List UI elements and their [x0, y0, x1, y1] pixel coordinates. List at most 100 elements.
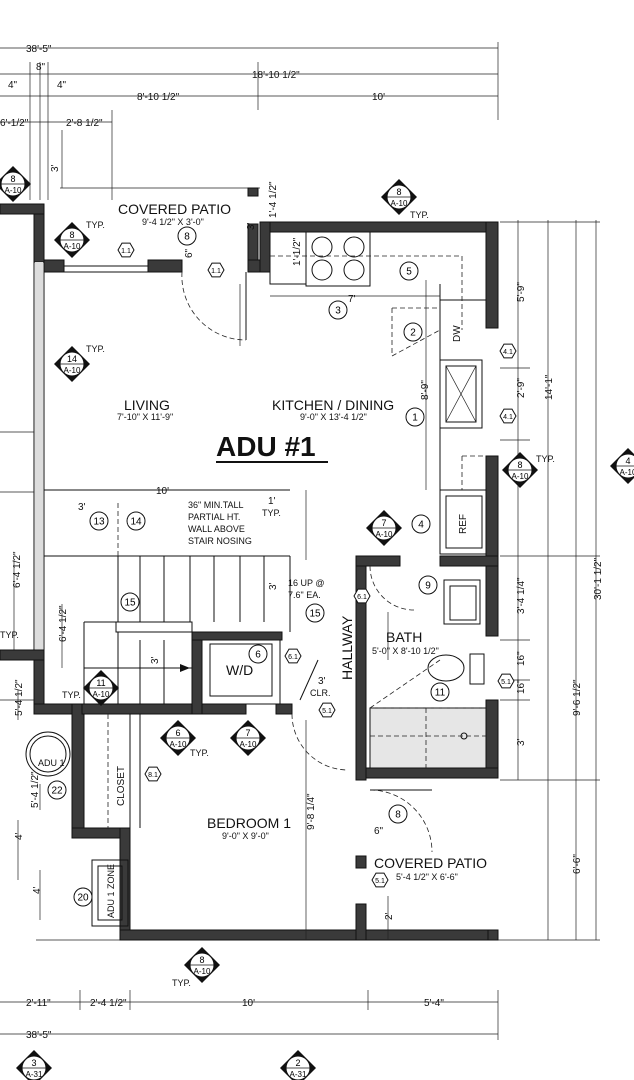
svg-text:7: 7: [245, 728, 250, 738]
dim-6in-b: 6": [184, 248, 195, 258]
bedroom-size: 9'-0" X 9'-0": [222, 831, 269, 841]
keynote-10: 13: [89, 511, 109, 531]
note-line-2: PARTIAL HT.: [188, 512, 240, 522]
room-labels: COVERED PATIO 9'-4 1/2" X 3'-0" LIVING 7…: [116, 201, 487, 882]
svg-text:6: 6: [255, 650, 261, 661]
living-size: 7'-10" X 11'-9": [117, 412, 173, 422]
patio-bottom-size: 5'-4 1/2" X 6'-6": [396, 872, 458, 882]
svg-text:7: 7: [381, 518, 386, 528]
bath-size: 5'-0" X 8'-10 1/2": [372, 646, 439, 656]
dim-3-4: 3'-4 1/4": [516, 577, 527, 614]
svg-text:A-10: A-10: [170, 740, 187, 749]
svg-text:2: 2: [410, 328, 416, 339]
dim-14-1: 14'-1": [544, 374, 555, 400]
section-marker-s14: 14A-10: [54, 346, 90, 382]
svg-text:A-10: A-10: [93, 690, 110, 699]
typ-9: TYP.: [172, 978, 191, 988]
tag-t6: 5.1: [371, 872, 389, 888]
keynote-12: 15: [120, 592, 140, 612]
svg-text:22: 22: [51, 786, 63, 797]
svg-text:4: 4: [418, 520, 424, 531]
dim-3-mid: 3': [78, 502, 86, 513]
dim-6-left: 6'-1/2": [0, 118, 29, 129]
section-marker-s8c: 8A-10: [0, 166, 31, 202]
dim-30: 30'-1 1/2": [593, 557, 604, 600]
ref-label: REF: [458, 514, 469, 534]
svg-text:1.1: 1.1: [211, 268, 221, 275]
svg-text:20: 20: [77, 893, 89, 904]
dim-8-10: 8'-10 1/2": [137, 92, 180, 103]
dim-3-left: 3': [50, 164, 61, 172]
svg-text:4.1: 4.1: [503, 349, 513, 356]
dim-6-4: 6'-4 1/2": [12, 551, 23, 588]
dim-10-top: 10': [372, 92, 385, 103]
section-marker-s2: 2A-31: [280, 1050, 316, 1080]
walls: [0, 187, 499, 941]
svg-text:3: 3: [335, 306, 341, 317]
dw-label: DW: [452, 325, 463, 342]
section-marker-s8a: 8A-10: [381, 179, 417, 215]
svg-text:1: 1: [412, 413, 418, 424]
svg-text:5.1: 5.1: [322, 708, 332, 715]
svg-text:8: 8: [396, 187, 401, 197]
keynote-1: 1: [405, 407, 425, 427]
svg-text:A-10: A-10: [64, 242, 81, 251]
dim-3-bath: 3': [516, 738, 527, 746]
dim-10-mid: 10': [156, 486, 169, 497]
svg-text:5: 5: [406, 267, 412, 278]
typ-6: TYP.: [0, 630, 19, 640]
svg-text:8.1: 8.1: [148, 772, 158, 779]
tag-t9: 5.1: [497, 673, 515, 689]
svg-text:A-10: A-10: [64, 366, 81, 375]
dim-16a: 16": [516, 651, 527, 666]
dim-4b: 4': [32, 886, 43, 894]
section-marker-s6: 6A-10: [160, 720, 196, 756]
section-marker-s4: 4A-10: [610, 448, 634, 484]
dim-9-8: 9'-8 1/4": [306, 793, 317, 830]
tag-t10: 6.1: [284, 648, 302, 664]
bedroom-name: BEDROOM 1: [207, 815, 291, 831]
section-marker-s8b: 8A-10: [54, 222, 90, 258]
dim-3-stair-b: 3': [150, 656, 161, 664]
keynote-7: 8: [177, 226, 197, 246]
dim-16b: 16": [516, 679, 527, 694]
dim-bot-overall: 38'-5": [26, 1030, 52, 1041]
svg-text:15: 15: [124, 598, 136, 609]
dim-bot-2-11: 2'-11": [26, 998, 51, 1009]
adu1-zone-label: ADU 1 ZONE: [106, 864, 116, 918]
note-line-4: STAIR NOSING: [188, 536, 252, 546]
typ-5: TYP.: [262, 508, 281, 518]
notes: 36" MIN.TALL PARTIAL HT. WALL ABOVE STAI…: [0, 210, 555, 988]
svg-text:4.1: 4.1: [503, 414, 513, 421]
dim-bot-10: 10': [242, 998, 255, 1009]
dim-6-6: 6'-6": [572, 854, 583, 874]
svg-text:8: 8: [184, 232, 190, 243]
dim-2-9: 2'-9": [516, 378, 527, 398]
typ-2: TYP.: [86, 220, 105, 230]
interior-dimensions: 10' 3' 1' 3' 3' 3' 7' 8'-9" 3' 1'-4 1/2"…: [12, 181, 431, 920]
dim-6in: 6": [374, 826, 384, 837]
dim-1-2: 1'-1/2": [292, 237, 303, 266]
svg-text:2: 2: [295, 1058, 300, 1068]
svg-text:14: 14: [130, 517, 142, 528]
dim-9-6: 9'-6 1/2": [572, 679, 583, 716]
dim-4in-a: 4": [8, 80, 18, 91]
keynote-5: 5: [399, 261, 419, 281]
top-dimensions: 38'-5" 8" 18'-10 1/2" 4" 4" 8'-10 1/2" 1…: [0, 42, 499, 200]
tags: 1.11.16.15.18.15.14.14.15.16.1: [117, 242, 517, 888]
svg-text:3: 3: [31, 1058, 36, 1068]
svg-text:5.1: 5.1: [375, 878, 385, 885]
dim-8in: 8": [36, 62, 46, 73]
dim-top-overall: 38'-5": [26, 44, 52, 55]
tag-t1: 1.1: [117, 242, 135, 258]
keynote-3: 3: [328, 300, 348, 320]
svg-text:6: 6: [175, 728, 180, 738]
closet-label: CLOSET: [116, 766, 127, 806]
bath-name: BATH: [386, 629, 422, 645]
wd-label: W/D: [226, 662, 253, 678]
typ-7: TYP.: [62, 690, 81, 700]
svg-text:11: 11: [435, 688, 446, 699]
note-line-1: 36" MIN.TALL: [188, 500, 244, 510]
section-marker-s8d: 8A-10: [502, 452, 538, 488]
svg-text:8: 8: [69, 230, 74, 240]
